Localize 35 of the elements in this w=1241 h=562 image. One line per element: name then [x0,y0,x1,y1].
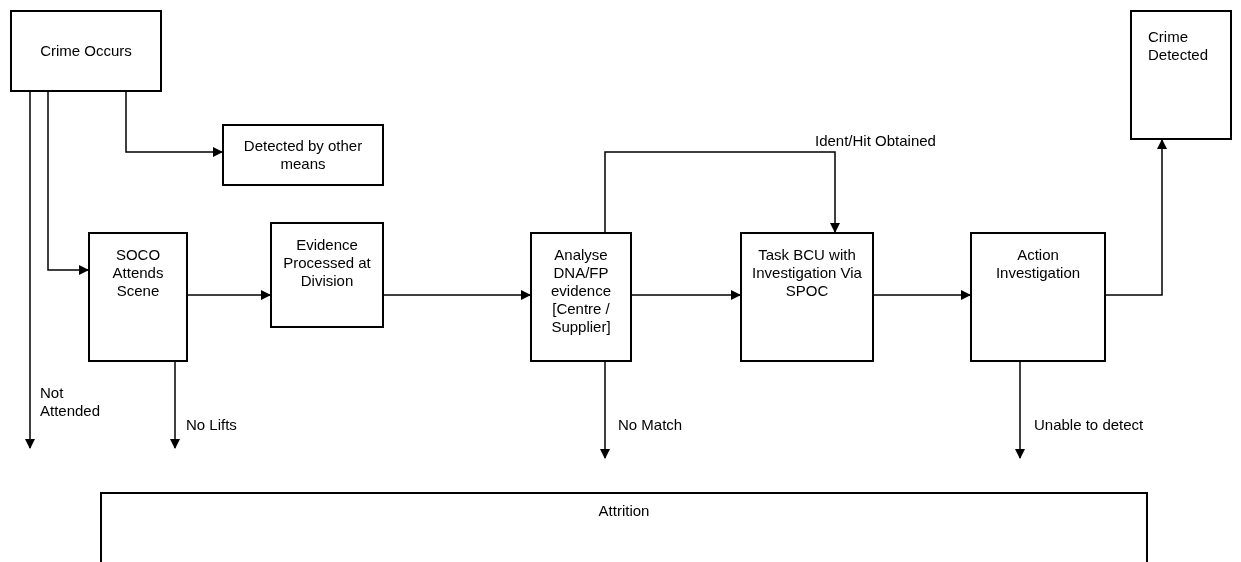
arrow [600,361,610,459]
arrow [25,91,35,449]
box-text: SOCO Attends Scene [111,246,165,300]
box-text: Action Investigation [994,246,1082,282]
process-box [530,232,632,362]
edge-label: Ident/Hit Obtained [815,132,936,150]
box-text: Attrition [598,502,650,520]
arrow [383,290,531,300]
arrow [170,361,180,449]
process-box [10,10,162,92]
box-text: Detected by other means [242,137,364,173]
process-box [1130,10,1232,140]
box-text: Evidence Processed at Division [282,236,372,290]
arrow [631,290,741,300]
box-text: Analyse DNA/FP evidence [Centre / Supplier] [549,246,612,336]
process-box [100,492,1148,562]
arrow [47,91,89,275]
arrow [1105,139,1167,296]
arrow [873,290,971,300]
process-box [740,232,874,362]
box-text: Task BCU with Investigation Via SPOC [751,246,863,300]
process-box [970,232,1106,362]
process-box [270,222,384,328]
box-text: Crime Detected [1148,28,1210,64]
arrow [187,290,271,300]
edge-label: No Match [618,416,683,434]
process-box [222,124,384,186]
arrow [125,91,223,157]
edge-label: Not Attended [40,384,102,420]
box-text: Crime Occurs [40,42,132,60]
arrow [604,151,840,233]
edge-label: No Lifts [186,416,237,434]
process-box [88,232,188,362]
arrow [1015,361,1025,459]
edge-label: Unable to detect [1034,416,1144,434]
